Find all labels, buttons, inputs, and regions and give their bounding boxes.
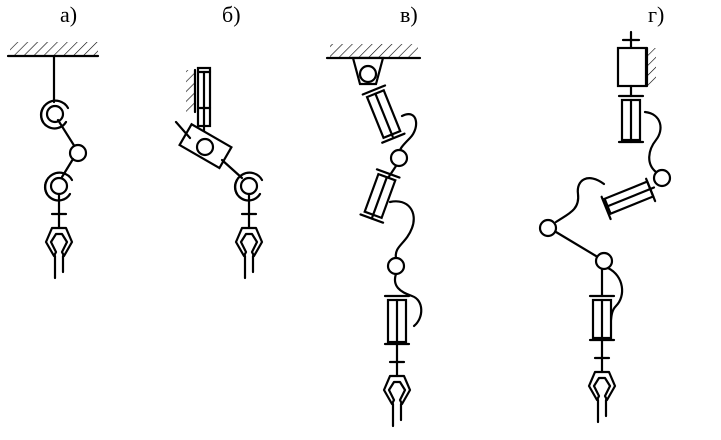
label-v: в) <box>400 2 418 27</box>
hose-g2 <box>554 177 606 224</box>
joint-g1 <box>652 168 672 188</box>
revolute-joint-b2 <box>234 171 264 202</box>
telescopic-link-g2 <box>600 177 657 221</box>
joint-v3 <box>386 256 406 276</box>
telescopic-link-v1 <box>361 84 406 144</box>
slide-guide-b <box>186 66 212 142</box>
fixed-base-a <box>6 42 100 58</box>
drive-block-g <box>616 30 656 98</box>
joint-a2 <box>68 143 88 163</box>
revolute-joint-a3 <box>44 171 74 202</box>
hose-v2 <box>388 200 415 260</box>
hose-g1 <box>643 110 662 174</box>
joint-v2 <box>389 148 409 168</box>
scheme-g: г) <box>538 2 672 424</box>
fixed-base-v <box>325 44 422 60</box>
joint-b1 <box>195 137 215 157</box>
joint-g2 <box>538 218 558 238</box>
label-a: а) <box>60 2 77 27</box>
telescopic-link-v3 <box>383 294 411 346</box>
telescopic-link-v2 <box>359 168 401 224</box>
telescopic-link-g3 <box>588 294 616 342</box>
joint-g3 <box>594 251 614 271</box>
revolute-joint-a1 <box>40 99 70 130</box>
label-b: б) <box>222 2 241 27</box>
scheme-a: а) <box>6 2 100 280</box>
joint-v1 <box>358 64 378 84</box>
gripper-g <box>587 356 617 424</box>
gripper-a <box>44 212 74 280</box>
gripper-b <box>234 212 264 280</box>
scheme-v: в) <box>325 2 423 428</box>
gripper-v <box>382 360 412 428</box>
telescopic-link-g1 <box>617 94 645 144</box>
scheme-b: б) <box>174 2 264 280</box>
label-g: г) <box>648 2 664 27</box>
